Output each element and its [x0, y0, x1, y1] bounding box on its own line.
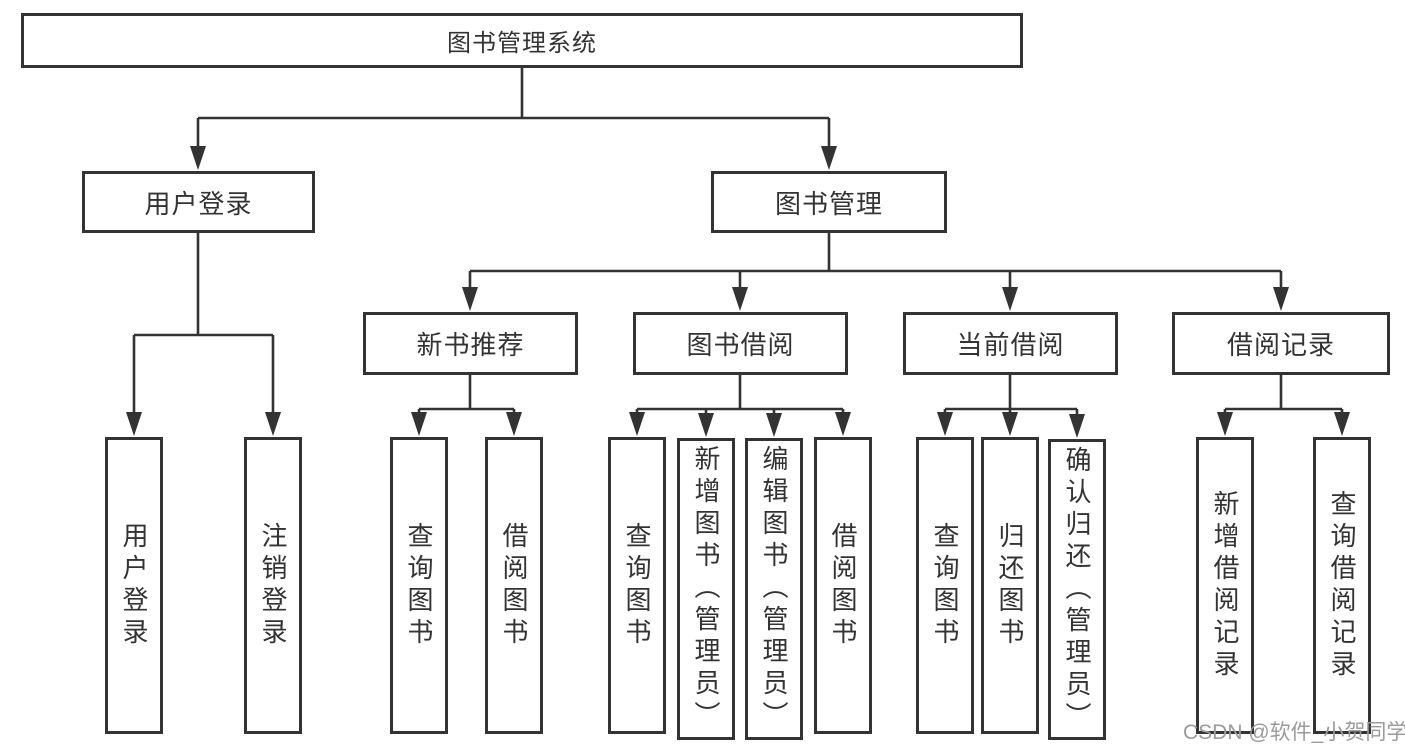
node-borrowing-records: 借阅记录: [1172, 312, 1390, 375]
leaf-logout: 注销登录: [244, 437, 302, 734]
leaf-query-borrow-record: 查询借阅记录: [1313, 437, 1371, 734]
leaf-label: 用户登录: [119, 521, 149, 650]
leaf-label: 借阅图书: [828, 521, 858, 650]
node-label: 图书管理系统: [447, 30, 597, 57]
leaf-label: 新增图书（管理员）: [691, 445, 721, 733]
leaf-label: 编辑图书（管理员）: [759, 445, 789, 733]
leaf-label: 归还图书: [995, 521, 1025, 650]
leaf-borrow-books-recommend: 借阅图书: [485, 437, 543, 734]
leaf-query-books-current: 查询图书: [916, 437, 974, 734]
node-library-management-system: 图书管理系统: [21, 13, 1023, 68]
leaf-borrow-books: 借阅图书: [814, 437, 872, 734]
leaf-label: 查询借阅记录: [1327, 489, 1357, 682]
node-current-borrowing: 当前借阅: [903, 312, 1118, 375]
node-label: 当前借阅: [956, 330, 1065, 360]
csdn-watermark: CSDN @软件_小贺同学: [1183, 721, 1405, 744]
leaf-return-books: 归还图书: [981, 437, 1039, 734]
leaf-label: 查询图书: [622, 521, 652, 650]
leaf-label: 确认归还（管理员）: [1062, 445, 1092, 734]
leaf-label: 查询图书: [930, 521, 960, 650]
node-label: 图书管理: [774, 188, 883, 219]
leaf-label: 查询图书: [404, 521, 434, 650]
node-label: 借阅记录: [1226, 330, 1335, 360]
leaf-add-borrow-record: 新增借阅记录: [1196, 437, 1254, 734]
leaf-confirm-return-admin: 确认归还（管理员）: [1048, 439, 1106, 740]
arrowhead-icons: [126, 146, 1350, 438]
node-user-login: 用户登录: [82, 171, 315, 233]
leaf-user-login: 用户登录: [105, 437, 163, 734]
leaf-label: 借阅图书: [499, 521, 529, 650]
leaf-label: 新增借阅记录: [1210, 489, 1240, 682]
leaf-edit-books-admin: 编辑图书（管理员）: [745, 438, 803, 740]
leaf-query-books-recommend: 查询图书: [390, 437, 448, 734]
node-book-borrowing: 图书借阅: [633, 312, 848, 375]
node-label: 图书借阅: [686, 330, 795, 360]
leaf-label: 注销登录: [258, 521, 288, 650]
node-new-book-recommendation: 新书推荐: [363, 312, 578, 375]
node-label: 新书推荐: [416, 330, 525, 360]
leaf-add-books-admin: 新增图书（管理员）: [677, 438, 735, 740]
branch-lines: [132, 68, 1344, 417]
leaf-query-books-borrow: 查询图书: [608, 437, 666, 734]
node-label: 用户登录: [144, 188, 253, 219]
node-book-management: 图书管理: [711, 171, 947, 233]
